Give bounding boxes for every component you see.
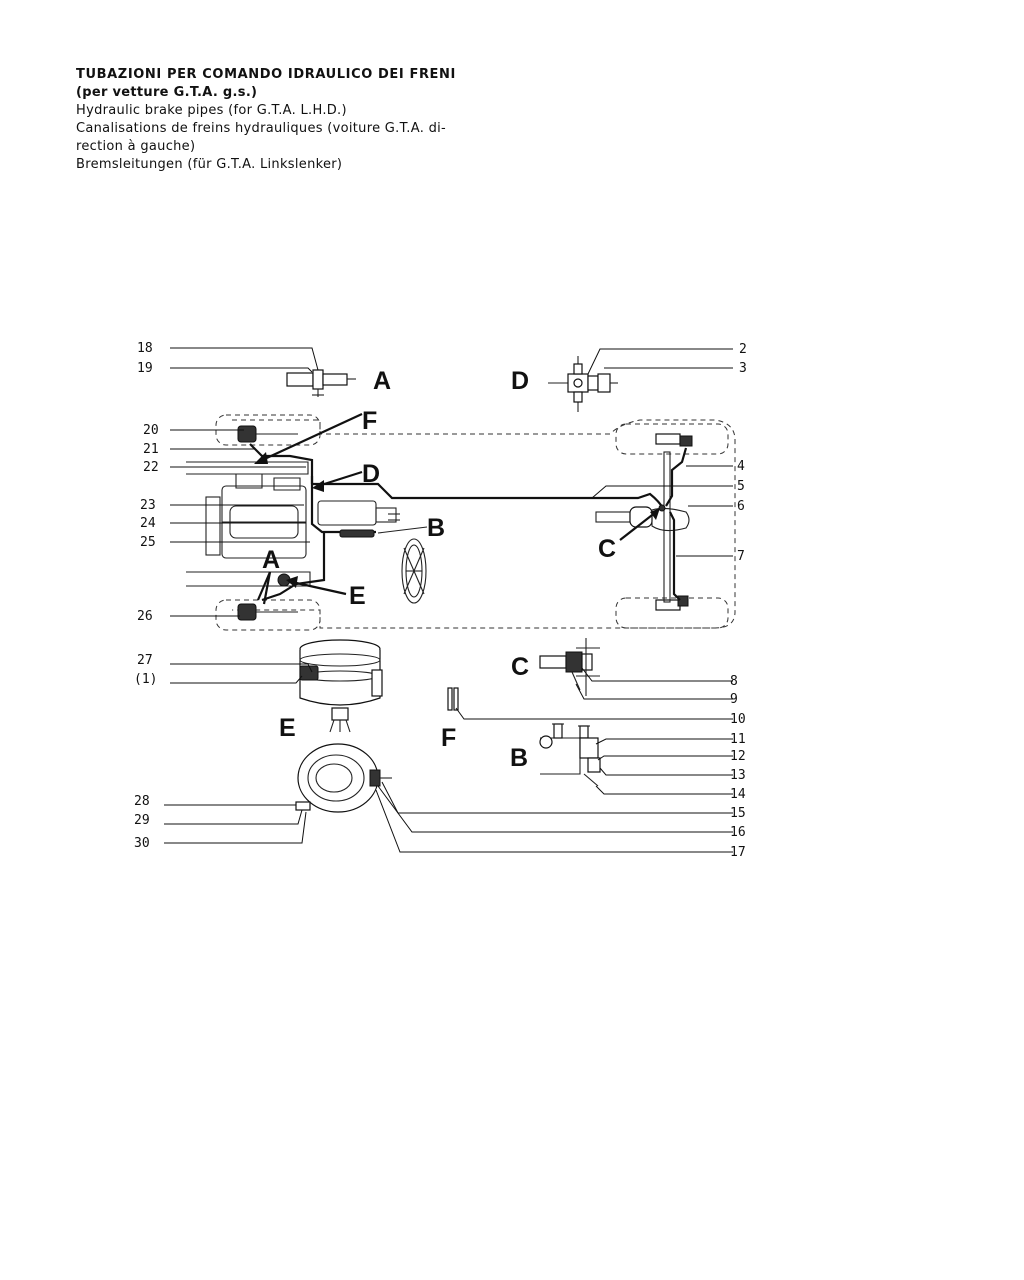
callout-28: 28 (134, 794, 150, 809)
rear-left-pipe (665, 447, 688, 507)
pedal-box (375, 507, 397, 523)
callout-24: 24 (140, 516, 156, 531)
callout-9: 9 (730, 692, 738, 707)
callout-11: 11 (730, 732, 746, 747)
detail-d-top: D (511, 356, 618, 412)
rear-right-pipe (669, 511, 681, 601)
callout-10: 10 (730, 712, 746, 727)
radiator (205, 496, 221, 556)
callout-numbers: 18 19 20 21 22 23 24 25 26 27 (1) 28 29 … (134, 341, 747, 860)
detail-c-union: C (511, 638, 600, 696)
steering-wheel (401, 538, 427, 604)
clip-half-right (453, 687, 459, 711)
caption-french-1: Canalisations de freins hydrauliques (vo… (76, 121, 447, 136)
callout-29: 29 (134, 813, 150, 828)
callout-30: 30 (134, 836, 150, 851)
callout-13: 13 (730, 768, 746, 783)
detail-label-c: C (511, 653, 529, 681)
rear-right-wheel (615, 597, 729, 629)
detail-label-d-top: D (511, 367, 529, 395)
callout-14: 14 (730, 787, 746, 802)
callout-2: 2 (739, 342, 747, 357)
propshaft (595, 511, 631, 523)
rear-axle (663, 451, 671, 603)
detail-a-top: A (286, 367, 391, 397)
rear-right-cylinder (677, 595, 689, 607)
front-left-pipe (249, 443, 314, 484)
caption-french-2: rection à gauche) (76, 139, 196, 154)
front-crossmember (186, 461, 309, 475)
caption-block: TUBAZIONI PER COMANDO IDRAULICO DEI FREN… (76, 66, 536, 174)
detail-label-a-main: A (262, 546, 280, 574)
detail-b-master-cylinder: B (510, 723, 601, 787)
callout-8: 8 (730, 674, 738, 689)
callout-4: 4 (737, 459, 745, 474)
gearbox (317, 500, 377, 526)
callout-7: 7 (737, 549, 745, 564)
detail-e-reservoir: E (279, 639, 383, 742)
clip-half-left (447, 687, 453, 711)
callout-20: 20 (143, 423, 159, 438)
reservoir-body (299, 650, 381, 706)
reservoir-outlet (331, 707, 349, 721)
caption-german: Bremsleitungen (für G.T.A. Linkslenker) (76, 157, 343, 172)
callout-27: 27 (137, 653, 153, 668)
detail-c-pipe (539, 655, 567, 669)
callout-5: 5 (737, 479, 745, 494)
front-right-caliper (237, 603, 257, 621)
detail-label-b-main: B (427, 514, 445, 542)
callout-6: 6 (737, 499, 745, 514)
callout-12: 12 (730, 749, 746, 764)
callout-26: 26 (137, 609, 153, 624)
detail-label-d-main: D (362, 460, 380, 488)
detail-label-a-top: A (373, 367, 391, 395)
callout-17: 17 (730, 845, 746, 860)
detail-a-body (322, 373, 348, 386)
rear-left-wheel (615, 423, 729, 455)
callout-19: 19 (137, 361, 153, 376)
detail-label-f-main: F (362, 407, 377, 435)
callout-16: 16 (730, 825, 746, 840)
booster-bracket (295, 801, 311, 811)
callout-3: 3 (739, 361, 747, 376)
detail-label-f: F (441, 724, 456, 752)
detail-a-pipe-nut (286, 372, 314, 387)
car-layout: F D B C A E (186, 407, 736, 631)
caption-english: Hydraulic brake pipes (for G.T.A. L.H.D.… (76, 103, 347, 118)
rear-left-cylinder (679, 435, 693, 447)
front-left-caliper (237, 425, 257, 443)
rear-left-drum (655, 433, 681, 445)
reservoir-bracket (299, 665, 319, 681)
body-outline (232, 419, 736, 629)
detail-label-e: E (279, 714, 296, 742)
callout-leaders (164, 347, 733, 853)
detail-f-clip: F (441, 687, 459, 752)
detail-booster (295, 743, 392, 813)
callout-22: 22 (143, 460, 159, 475)
detail-label-b: B (510, 744, 528, 772)
callout-21: 21 (143, 442, 159, 457)
detail-label-c-main: C (598, 535, 616, 563)
front-right-wheel (215, 599, 321, 631)
caption-title: TUBAZIONI PER COMANDO IDRAULICO DEI FREN… (76, 67, 456, 82)
caption-subtitle: (per vetture G.T.A. g.s.) (76, 85, 258, 100)
rear-union (658, 504, 666, 512)
detail-label-e-main: E (349, 582, 366, 610)
detail-a-hex (312, 369, 324, 390)
callout-1: (1) (134, 672, 157, 687)
master-cylinder (339, 529, 375, 538)
callout-18: 18 (137, 341, 153, 356)
callout-15: 15 (730, 806, 746, 821)
callout-23: 23 (140, 498, 156, 513)
callout-25: 25 (140, 535, 156, 550)
